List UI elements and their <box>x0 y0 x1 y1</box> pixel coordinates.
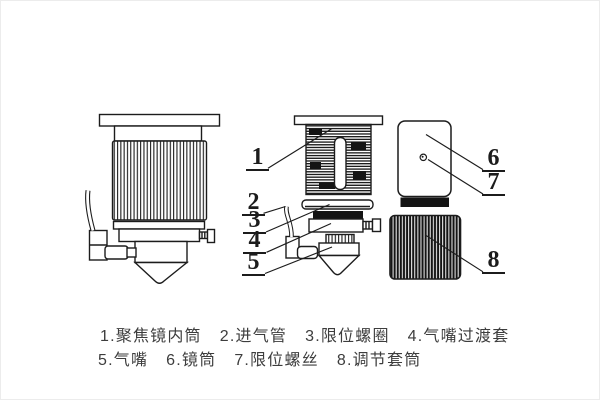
exploded-view <box>284 115 384 276</box>
callout-2: 2 <box>242 190 265 216</box>
legend-item-6: 6.镜筒 <box>166 352 217 369</box>
callout-4: 4 <box>243 228 266 254</box>
part1-focus-lens-inner-barrel <box>293 115 384 196</box>
part4-nozzle-transition-sleeve <box>308 218 382 233</box>
leader-line-2 <box>263 205 286 214</box>
assembled-knurled-body <box>111 140 208 221</box>
part5-gas-nozzle <box>317 242 361 276</box>
legend-item-1: 1.聚焦镜内筒 <box>100 328 202 345</box>
part3-limit-screw-ring <box>301 199 374 210</box>
assembled-nozzle-holder <box>134 240 188 264</box>
legend-row-2: 5.气嘴 6.镜筒 7.限位螺丝 8.调节套筒 <box>98 352 509 370</box>
legend-item-7: 7.限位螺丝 <box>234 352 319 369</box>
legend-item-4: 4.气嘴过渡套 <box>407 328 510 345</box>
assembled-nozzle-cone <box>133 261 189 284</box>
callout-3: 3 <box>243 208 266 234</box>
part6-thread-band <box>400 197 449 207</box>
assembled-side-screw <box>198 228 216 244</box>
assembled-lower-rim <box>112 220 206 230</box>
assembled-top-flange <box>98 113 221 127</box>
assembled-view <box>85 113 221 284</box>
leader-line-5 <box>264 246 333 275</box>
part8-adjusting-sleeve <box>389 214 462 280</box>
leader-line-7 <box>427 159 484 195</box>
assembled-gas-tube-inner <box>86 190 95 231</box>
legend-item-8: 8.调节套筒 <box>336 352 422 369</box>
leader-line-8 <box>424 234 484 273</box>
callout-6: 6 <box>482 146 505 172</box>
leader-line-1 <box>267 128 333 169</box>
leader-line-4 <box>266 222 332 253</box>
callout-7: 7 <box>482 170 505 196</box>
legend-item-2: 2.进气管 <box>219 328 288 345</box>
leader-lines <box>263 128 484 275</box>
callout-5: 5 <box>242 250 265 276</box>
parts-legend: 1.聚焦镜内筒 2.进气管 3.限位螺圈 4.气嘴过渡套 5.气嘴 6.镜筒 7… <box>98 328 509 370</box>
callout-1: 1 <box>246 145 269 171</box>
leader-line-3 <box>265 203 330 233</box>
legend-item-5: 5.气嘴 <box>98 352 149 369</box>
assembled-elbow-fitting <box>88 229 137 261</box>
leader-line-6 <box>425 134 484 171</box>
right-parts <box>389 120 462 280</box>
legend-item-3: 3.限位螺圈 <box>305 328 390 345</box>
assembled-lower-block <box>118 228 201 243</box>
thread-band <box>313 211 363 219</box>
callout-8: 8 <box>482 248 505 274</box>
part7-limit-screw <box>419 153 428 162</box>
assembled-neck <box>113 125 203 142</box>
legend-row-1: 1.聚焦镜内筒 2.进气管 3.限位螺圈 4.气嘴过渡套 <box>100 328 509 346</box>
